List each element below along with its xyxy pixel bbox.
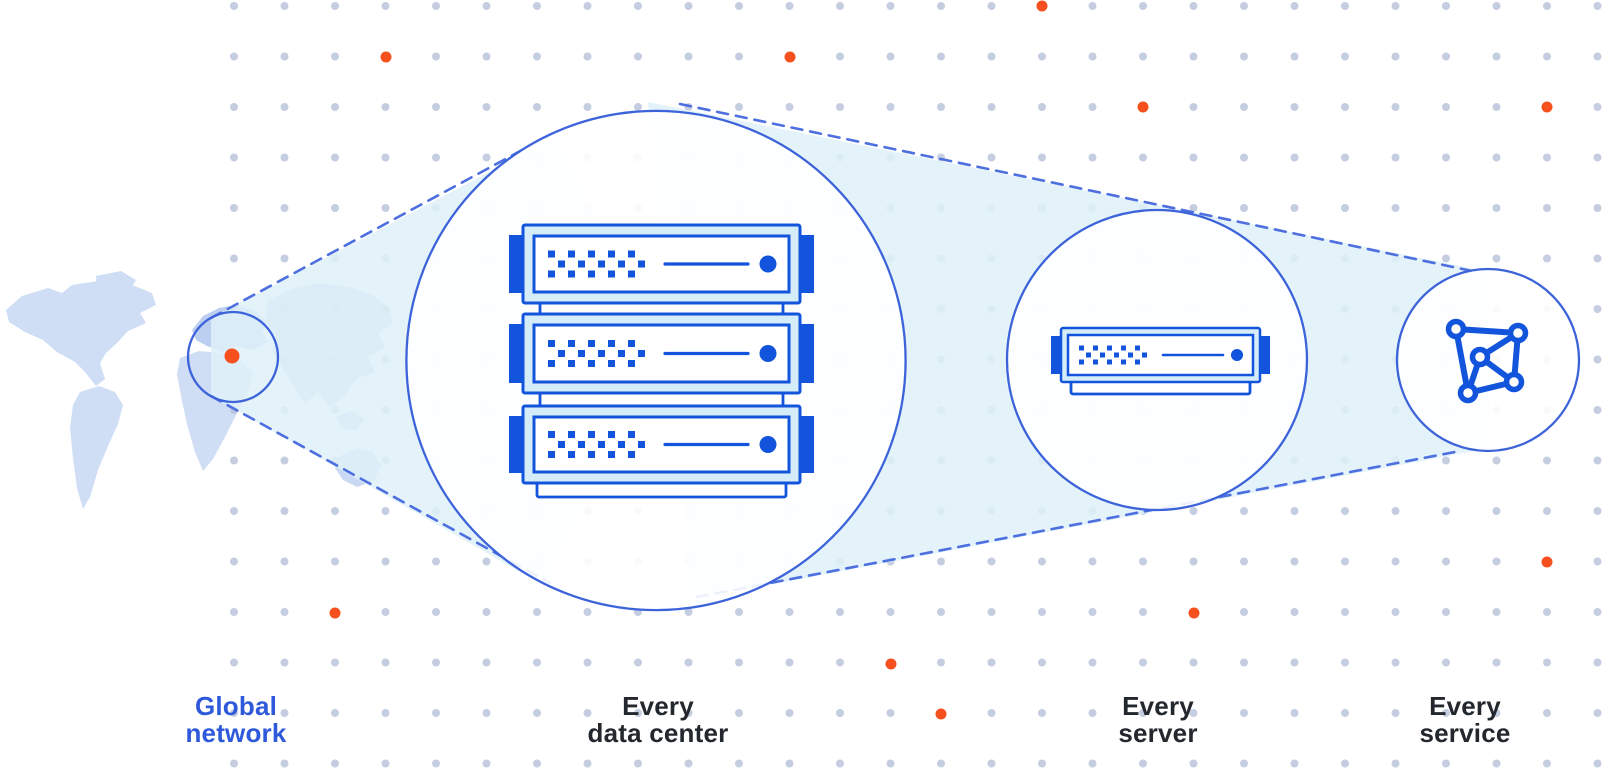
orange-dot [329, 607, 341, 619]
label-global-network: Global network [185, 691, 287, 748]
orange-dot [1188, 607, 1200, 619]
server-unit-icon [509, 312, 814, 395]
server-unit-icon [1051, 326, 1270, 384]
orange-dot [1036, 0, 1048, 12]
orange-dot [1541, 556, 1553, 568]
orange-markers [224, 0, 1553, 720]
map-marker-dot [224, 348, 240, 364]
network-graph-icon [1445, 318, 1529, 404]
orange-dot [784, 51, 796, 63]
server-unit-icon [509, 404, 814, 485]
server-icons [509, 223, 1270, 499]
label-every-server: Every server [1118, 691, 1198, 748]
orange-dot [380, 51, 392, 63]
orange-dot [935, 708, 947, 720]
label-every-service: Every service [1419, 691, 1511, 748]
orange-dot [1137, 101, 1149, 113]
orange-dot [1541, 101, 1553, 113]
label-every-data-center: Every data center [587, 691, 729, 748]
server-unit-icon [509, 223, 814, 305]
map-circle [186, 310, 280, 404]
orange-dot [885, 658, 897, 670]
